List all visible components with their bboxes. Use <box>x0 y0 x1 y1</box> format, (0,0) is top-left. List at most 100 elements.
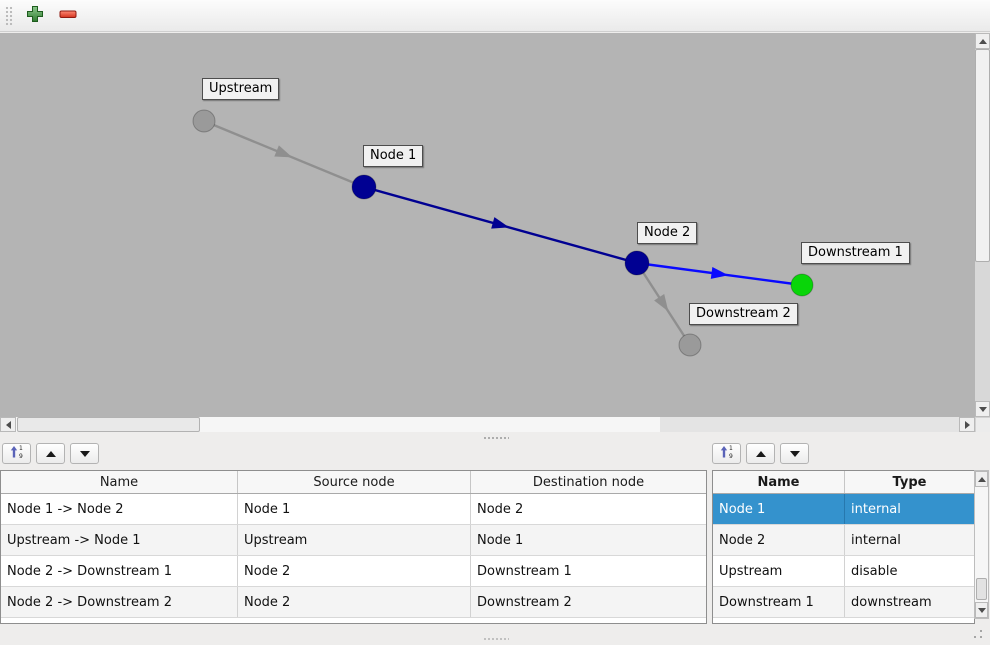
scroll-up-button[interactable] <box>975 471 988 487</box>
graph-node-downstream1[interactable] <box>790 273 814 297</box>
empty-row <box>713 618 974 623</box>
table-cell: Node 1 <box>238 494 471 524</box>
down-arrow-icon <box>789 450 800 457</box>
table-cell: Downstream 1 <box>713 587 845 617</box>
scroll-right-button[interactable] <box>959 417 975 432</box>
sort-ascending-icon: 1 9 <box>10 445 24 462</box>
table-row[interactable]: Downstream 1 downstream <box>713 587 974 618</box>
triangle-up-icon <box>977 476 986 482</box>
move-edge-up-button[interactable] <box>36 443 65 464</box>
table-cell: Node 2 -> Downstream 1 <box>1 556 238 586</box>
table-row[interactable]: Node 1 internal <box>713 494 974 525</box>
splitter-handle[interactable] <box>483 436 509 440</box>
add-node-button[interactable] <box>22 3 48 29</box>
minus-icon <box>58 5 78 26</box>
table-row[interactable]: Node 2 internal <box>713 525 974 556</box>
graph-node-node2[interactable] <box>624 250 650 276</box>
table-cell: Node 2 <box>238 587 471 617</box>
triangle-up-icon <box>978 38 987 44</box>
table-cell: Node 2 <box>238 556 471 586</box>
svg-text:1: 1 <box>19 445 23 452</box>
graph-node-label-downstream2[interactable]: Downstream 2 <box>689 303 798 325</box>
sort-edges-button[interactable]: 1 9 <box>2 443 31 464</box>
table-cell: Node 1 <box>477 532 524 548</box>
column-header-type[interactable]: Type <box>892 474 927 490</box>
column-header-source-node[interactable]: Source node <box>238 471 471 493</box>
table-cell: internal <box>851 532 901 548</box>
canvas-vertical-scrollbar[interactable] <box>975 33 990 417</box>
plus-icon <box>26 5 44 26</box>
canvas-horizontal-scrollbar[interactable] <box>0 417 975 432</box>
down-arrow-icon <box>79 450 90 457</box>
move-node-up-button[interactable] <box>746 443 775 464</box>
scrollbar-thumb[interactable] <box>976 578 987 600</box>
svg-text:1: 1 <box>729 445 733 452</box>
triangle-down-icon <box>978 406 987 412</box>
triangle-down-icon <box>977 607 986 613</box>
edge-arrow-icon <box>710 266 729 279</box>
graph-node-label-downstream1[interactable]: Downstream 1 <box>801 242 910 264</box>
graph-node-downstream2[interactable] <box>678 333 702 357</box>
table-cell: Node 1 -> Node 2 <box>1 494 238 524</box>
window-resize-grip[interactable] <box>966 622 986 642</box>
main-toolbar <box>0 0 990 32</box>
edge-arrow-icon <box>654 294 669 312</box>
toolbar-grip[interactable] <box>4 4 13 27</box>
table-cell: Node 1 <box>713 494 845 524</box>
graph-node-label-node1[interactable]: Node 1 <box>363 145 424 167</box>
move-edge-down-button[interactable] <box>70 443 99 464</box>
edge-arrow-icon <box>274 145 293 158</box>
up-arrow-icon <box>755 450 766 457</box>
table-cell: Downstream 1 <box>477 563 572 579</box>
table-cell: downstream <box>851 594 932 610</box>
table-cell: Node 2 <box>713 525 845 555</box>
remove-node-button[interactable] <box>55 3 81 29</box>
svg-text:9: 9 <box>19 453 23 459</box>
edge-table: Name Source node Destination node Node 1… <box>0 470 707 624</box>
graph-node-label-upstream[interactable]: Upstream <box>202 78 280 100</box>
table-cell: Downstream 2 <box>477 594 572 610</box>
triangle-left-icon <box>5 420 11 429</box>
bottom-splitter-handle[interactable] <box>483 637 509 641</box>
graph-svg <box>192 109 814 357</box>
vertical-scrollbar-thumb[interactable] <box>975 49 990 262</box>
column-header-destination-node[interactable]: Destination node <box>532 474 645 490</box>
table-cell: Upstream <box>238 525 471 555</box>
table-cell: Node 2 -> Downstream 2 <box>1 587 238 617</box>
table-cell: Node 2 <box>477 501 524 517</box>
horizontal-scrollbar-trough[interactable] <box>660 417 959 432</box>
up-arrow-icon <box>45 450 56 457</box>
edge-table-header: Name Source node Destination node <box>1 471 706 494</box>
scroll-up-button[interactable] <box>975 33 990 49</box>
table-row[interactable]: Upstream disable <box>713 556 974 587</box>
column-header-name[interactable]: Name <box>713 471 845 493</box>
graph-node-upstream[interactable] <box>192 109 216 133</box>
sort-ascending-icon: 1 9 <box>720 445 734 462</box>
empty-row <box>1 618 706 623</box>
table-cell: internal <box>851 501 901 517</box>
table-cell: Upstream <box>713 556 845 586</box>
scroll-down-button[interactable] <box>975 401 990 417</box>
graph-node-node1[interactable] <box>351 174 377 200</box>
scroll-down-button[interactable] <box>975 602 988 618</box>
horizontal-splitter[interactable] <box>0 432 990 443</box>
scrollbar-corner <box>975 417 990 432</box>
edge-arrow-icon <box>491 217 510 229</box>
scroll-left-button[interactable] <box>0 417 16 432</box>
column-header-name[interactable]: Name <box>1 471 238 493</box>
graph-node-label-node2[interactable]: Node 2 <box>637 222 698 244</box>
move-node-down-button[interactable] <box>780 443 809 464</box>
table-cell: disable <box>851 563 898 579</box>
sort-nodes-button[interactable]: 1 9 <box>712 443 741 464</box>
triangle-right-icon <box>964 420 970 429</box>
svg-text:9: 9 <box>729 453 733 459</box>
table-cell: Upstream -> Node 1 <box>1 525 238 555</box>
node-table-scrollbar[interactable] <box>974 470 989 619</box>
horizontal-scrollbar-thumb[interactable] <box>17 417 200 432</box>
